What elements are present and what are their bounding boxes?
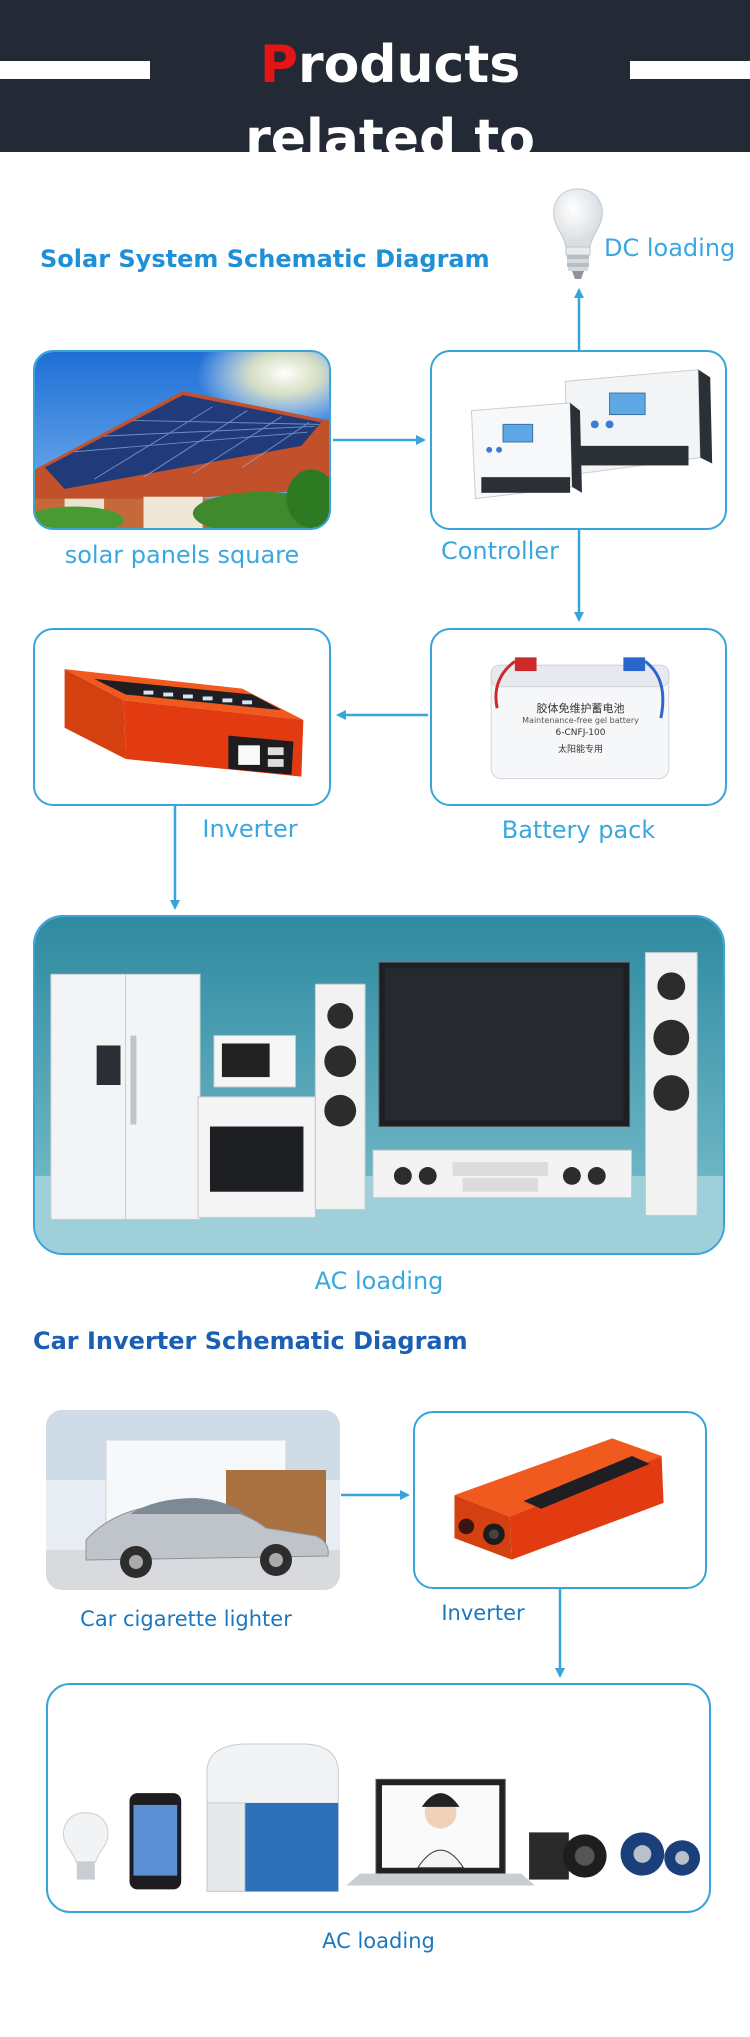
header-stripe-right: [630, 61, 750, 79]
caption-car-lighter: Car cigarette lighter: [80, 1607, 292, 1631]
page-title: Products related to: [150, 28, 630, 176]
light-bulb-icon: [548, 185, 608, 285]
car-image: [46, 1410, 340, 1590]
controller-image: [470, 369, 713, 500]
page-title-rest: roducts related to: [245, 35, 535, 169]
battery-label-en: Maintenance-free gel battery: [522, 716, 639, 725]
caption-controller: Controller: [440, 537, 560, 565]
battery-label-cn2: 太阳能专用: [557, 745, 603, 755]
caption-car-ac-loading: AC loading: [322, 1929, 435, 1953]
car-ac-loading-frame: [46, 1683, 711, 1913]
caption-solar-panels: solar panels square: [64, 541, 300, 569]
inverter-image: [64, 669, 304, 777]
car-inverter-image: [454, 1438, 664, 1560]
inverter-frame: [33, 628, 331, 806]
car-section-title: Car Inverter Schematic Diagram: [33, 1327, 468, 1355]
caption-battery: Battery pack: [501, 816, 656, 844]
battery-model: 6-CNFJ-100: [555, 728, 606, 738]
car-inverter-frame: [413, 1411, 707, 1589]
caption-car-inverter: Inverter: [441, 1601, 525, 1625]
caption-inverter: Inverter: [202, 815, 298, 843]
caption-dc-loading: DC loading: [604, 234, 736, 262]
solar-section-title: Solar System Schematic Diagram: [40, 245, 490, 273]
page-header: Products related to: [0, 0, 750, 169]
battery-frame: 胶体免维护蓄电池 Maintenance-free gel battery 6-…: [430, 628, 727, 806]
battery-label-cn: 胶体免维护蓄电池: [536, 702, 625, 715]
solar-panels-image: [33, 350, 331, 530]
devices-image: [63, 1743, 701, 1892]
controller-frame: [430, 350, 727, 530]
battery-image: [490, 657, 670, 780]
header-stripe-left: [0, 61, 150, 79]
page-title-first-letter: P: [259, 35, 298, 95]
home-appliances-image: [33, 915, 725, 1255]
caption-ac-loading: AC loading: [314, 1267, 444, 1295]
